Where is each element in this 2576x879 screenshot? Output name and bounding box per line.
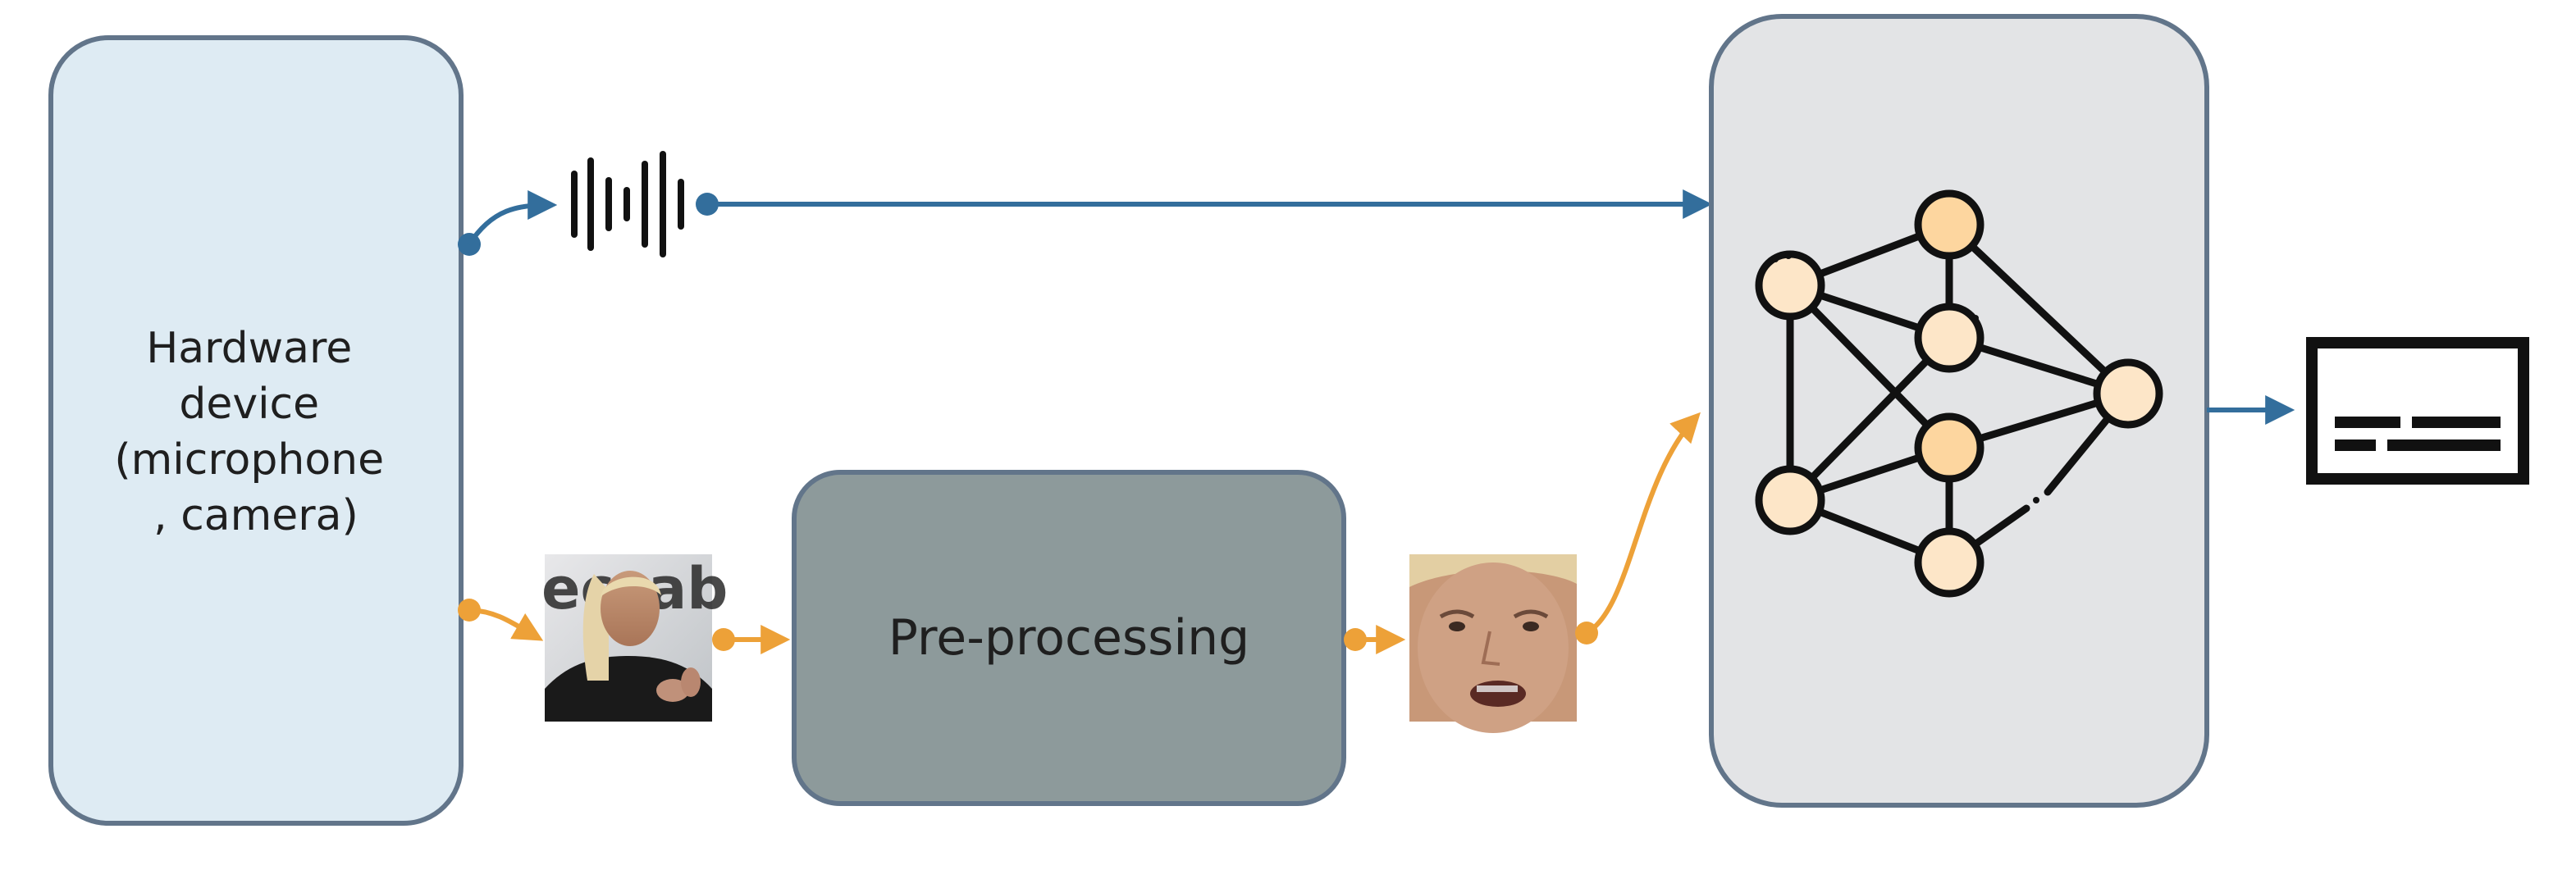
- audio-path-connector-2: [696, 189, 1713, 219]
- video-path-connector-1: [458, 599, 544, 641]
- audio-path-connector-1: [458, 190, 558, 256]
- video-path-connector-2: [712, 625, 791, 654]
- hardware-label-line-2: device: [179, 380, 319, 429]
- preprocessing-box: Pre-processing: [792, 470, 1346, 806]
- hardware-label-line-3: (microphone: [114, 435, 384, 485]
- svg-text:ab: ab: [648, 555, 728, 622]
- hardware-device-label: Hardware device (microphone , camera): [114, 324, 397, 540]
- neural-network-icon: [1755, 189, 2163, 598]
- person-video-frame-icon: ec ab: [541, 554, 728, 722]
- face-crop-icon: [1409, 554, 1577, 733]
- video-path-connector-4: [1575, 412, 1701, 644]
- hardware-label-line-4: , camera): [153, 491, 359, 540]
- preprocessing-label: Pre-processing: [888, 609, 1249, 667]
- hardware-device-box: Hardware device (microphone , camera): [48, 35, 464, 826]
- video-path-connector-3: [1344, 625, 1406, 654]
- sound-wave-icon: [571, 151, 684, 257]
- caption-subtitle-icon: [2306, 337, 2529, 485]
- hardware-label-line-1: Hardware: [146, 324, 352, 373]
